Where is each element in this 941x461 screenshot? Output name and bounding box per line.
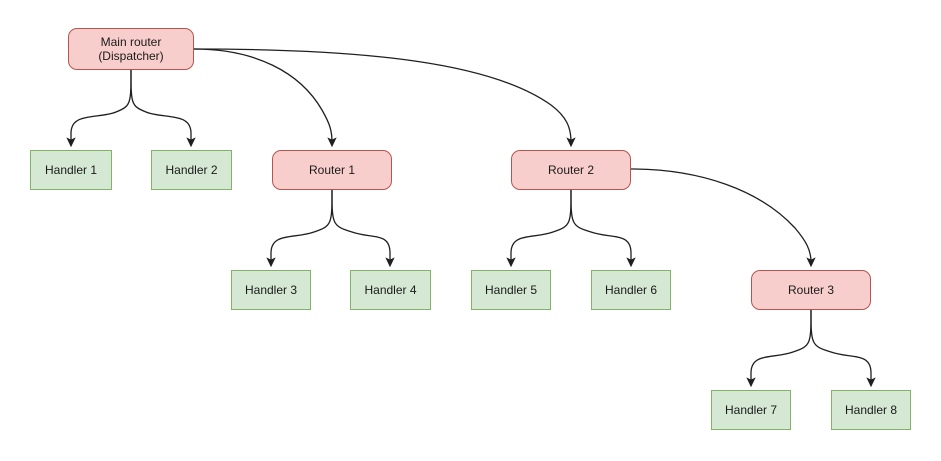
edge-group	[66, 48, 876, 388]
edge-router-1-to-handler-3	[266, 189, 333, 268]
edge-main-router-to-handler-2	[130, 69, 196, 148]
node-main-router[interactable]: Main router (Dispatcher)	[68, 28, 194, 70]
node-handler-2[interactable]: Handler 2	[151, 150, 232, 190]
edge-router-2-to-handler-5	[506, 189, 572, 268]
node-label: Handler 6	[604, 283, 658, 297]
node-label: Handler 5	[484, 283, 538, 297]
node-label: Router 2	[547, 163, 595, 177]
node-handler-5[interactable]: Handler 5	[471, 270, 551, 310]
node-handler-7[interactable]: Handler 7	[711, 390, 791, 430]
node-handler-6[interactable]: Handler 6	[591, 270, 671, 310]
node-handler-8[interactable]: Handler 8	[831, 390, 911, 430]
node-router-2[interactable]: Router 2	[511, 150, 631, 190]
edge-main-router-to-handler-1	[66, 69, 132, 148]
node-label: Handler 2	[165, 163, 218, 177]
edge-router-1-to-handler-4	[331, 189, 395, 268]
node-label: Handler 1	[44, 163, 98, 177]
node-handler-4[interactable]: Handler 4	[350, 270, 431, 310]
node-router-3[interactable]: Router 3	[751, 270, 871, 310]
node-label: Handler 8	[844, 403, 898, 417]
node-handler-3[interactable]: Handler 3	[231, 270, 311, 310]
node-label: Handler 3	[244, 283, 298, 297]
edge-router-2-to-handler-6	[570, 189, 636, 268]
node-handler-1[interactable]: Handler 1	[30, 150, 112, 190]
node-label: Main router (Dispatcher)	[98, 35, 164, 63]
edge-main-router-to-router-2	[193, 48, 576, 148]
edge-router-2-to-router-3	[630, 168, 816, 268]
node-label: Router 3	[787, 283, 835, 297]
edge-router-3-to-handler-8	[810, 309, 876, 388]
node-label: Handler 4	[364, 283, 417, 297]
node-label: Router 1	[308, 163, 356, 177]
node-label: Handler 7	[724, 403, 778, 417]
node-router-1[interactable]: Router 1	[272, 150, 392, 190]
edge-main-router-to-router-1	[193, 48, 337, 148]
edge-router-3-to-handler-7	[746, 309, 812, 388]
